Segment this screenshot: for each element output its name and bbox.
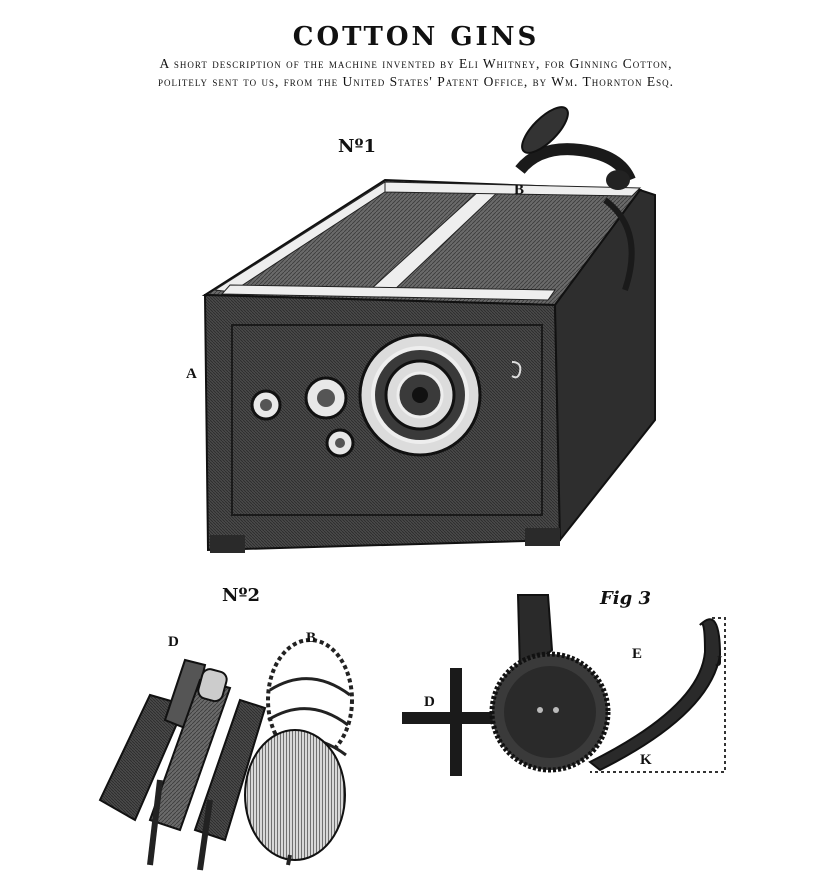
figure-3-label: Fig 3	[600, 588, 651, 609]
fig3-letter-k: K	[640, 752, 652, 768]
fig2-letter-b: B	[306, 630, 317, 646]
subtitle-line-1: A short description of the machine inven…	[159, 56, 673, 71]
fig1-letter-b: B	[514, 182, 525, 198]
page-title: COTTON GINS	[292, 22, 540, 52]
figure-1-label: Nº1	[338, 136, 376, 157]
fig3-letter-e: E	[632, 646, 643, 662]
fig3-letter-d: D	[424, 694, 435, 710]
fig2-letter-d: D	[168, 634, 179, 650]
fig1-letter-a: A	[186, 366, 197, 382]
cross-section-diagram	[402, 594, 726, 776]
figure-2-label: Nº2	[222, 585, 260, 606]
gin-box	[201, 106, 656, 553]
fig3-letter-j: J	[715, 654, 723, 670]
saw-brush-assembly	[98, 638, 354, 871]
crank-handle	[515, 106, 636, 291]
subtitle-line-2: politely sent to us, from the United Sta…	[157, 74, 675, 89]
